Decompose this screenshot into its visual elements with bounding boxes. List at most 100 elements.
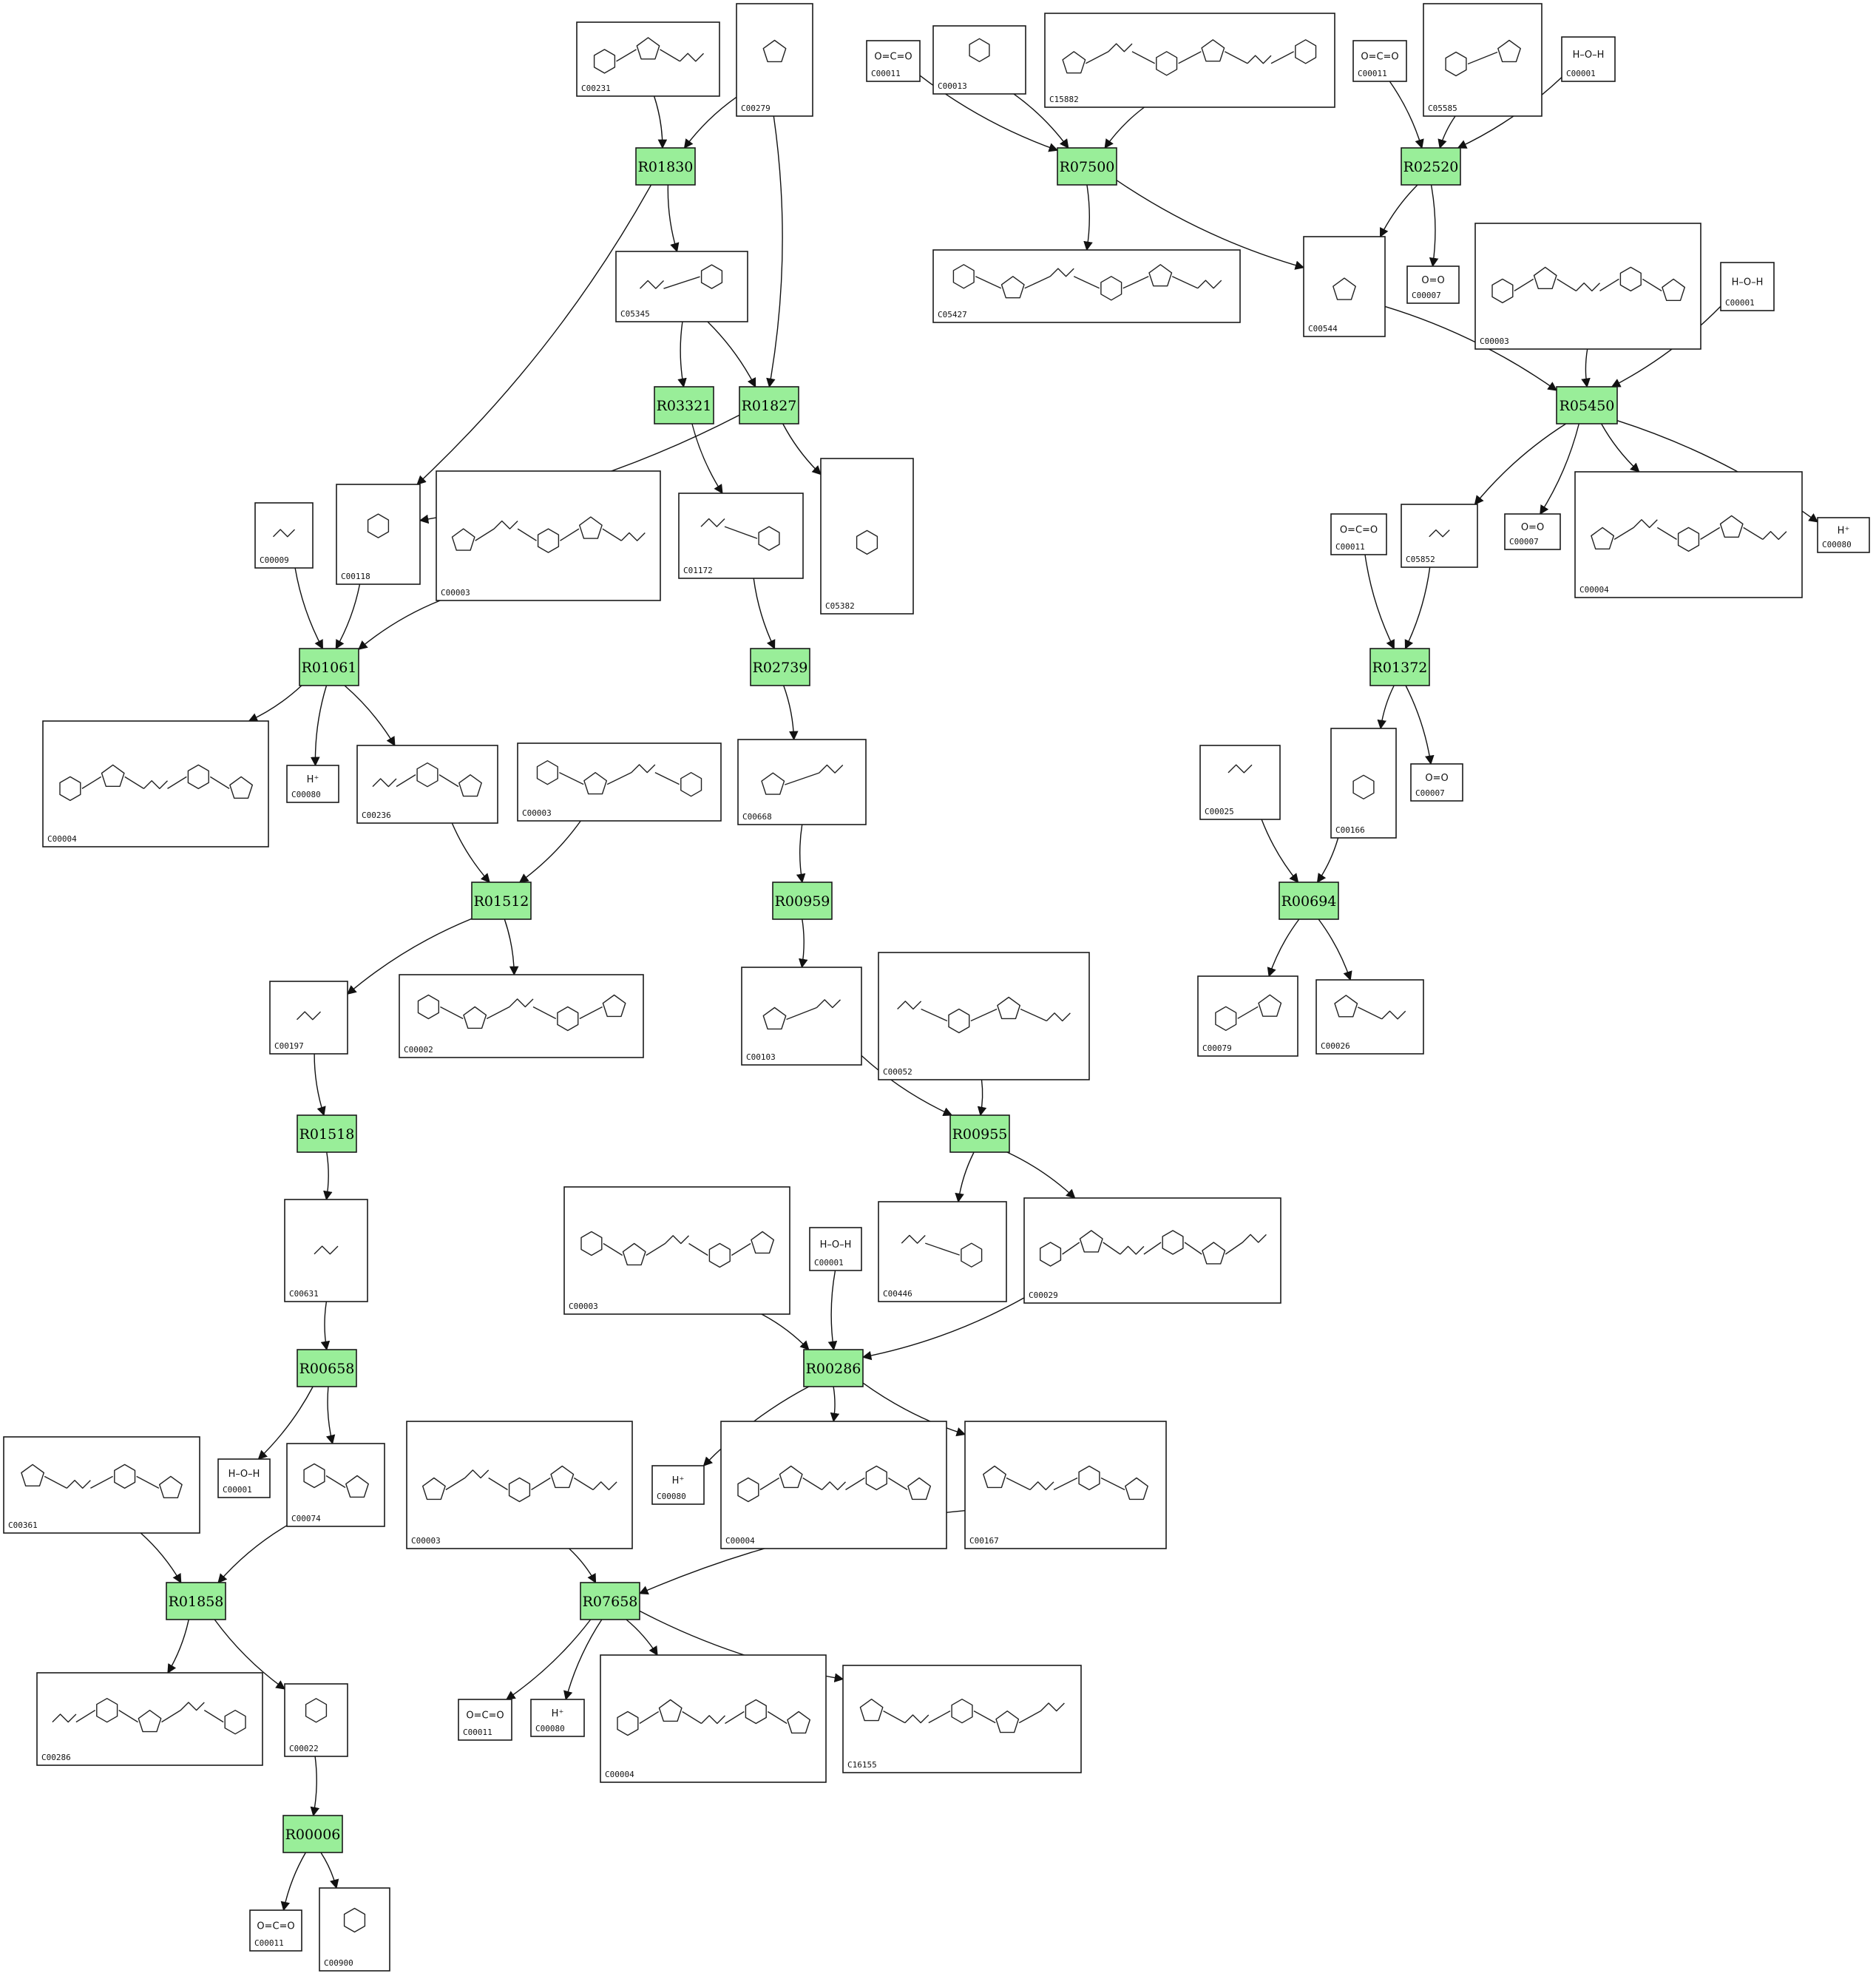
compound-c00080[interactable]: H⁺C00080 [651, 1465, 705, 1505]
compound-c00003[interactable]: C00003 [1474, 223, 1701, 350]
compound-c00236[interactable]: C00236 [356, 745, 498, 824]
reaction-label: R01061 [302, 660, 357, 676]
reaction-r01858[interactable]: R01858 [166, 1582, 226, 1620]
compound-id: C00003 [1480, 336, 1509, 346]
reaction-r00286[interactable]: R00286 [803, 1349, 864, 1387]
compound-c15882[interactable]: C15882 [1044, 13, 1335, 108]
compound-c00166[interactable]: C00166 [1330, 728, 1397, 839]
compound-box [319, 1887, 390, 1972]
reaction-r01372[interactable]: R01372 [1369, 648, 1430, 686]
compound-c00544[interactable]: C00544 [1303, 236, 1386, 337]
compound-c00446[interactable]: C00446 [878, 1201, 1007, 1302]
compound-c00029[interactable]: C00029 [1023, 1197, 1281, 1304]
structure-drawing [761, 764, 844, 795]
reaction-r07500[interactable]: R07500 [1057, 147, 1117, 186]
reaction-r00959[interactable]: R00959 [772, 882, 833, 920]
reaction-r01518[interactable]: R01518 [297, 1114, 357, 1153]
reaction-box [949, 1114, 1010, 1153]
compound-c00003[interactable]: C00003 [563, 1186, 790, 1315]
reaction-box [772, 882, 833, 920]
compound-c00631[interactable]: C00631 [284, 1199, 368, 1302]
compound-c00279[interactable]: C00279 [736, 3, 813, 117]
compound-c00004[interactable]: C00004 [1574, 471, 1803, 598]
compound-c00013[interactable]: C00013 [932, 25, 1026, 95]
compound-formula: O=O [1521, 522, 1544, 533]
compound-id: C00052 [883, 1067, 912, 1077]
compound-id: C00007 [1412, 291, 1441, 300]
compound-c00167[interactable]: C00167 [964, 1421, 1167, 1549]
compound-c00080[interactable]: H⁺C00080 [530, 1699, 585, 1737]
compound-c05585[interactable]: C05585 [1423, 3, 1543, 117]
compound-c00900[interactable]: C00900 [319, 1887, 390, 1972]
reaction-r03321[interactable]: R03321 [654, 386, 714, 424]
compound-c00080[interactable]: H⁺C00080 [1817, 517, 1870, 553]
compound-c01172[interactable]: C01172 [678, 493, 804, 579]
compound-c05382[interactable]: C05382 [820, 458, 914, 615]
compound-c00002[interactable]: C00002 [399, 974, 644, 1058]
edge-R00955-c42 [955, 1151, 975, 1203]
edge-c15-R01061 [294, 567, 324, 650]
reaction-box [297, 1349, 357, 1387]
compound-c00231[interactable]: C00231 [576, 21, 720, 97]
compound-id: C00080 [657, 1492, 686, 1501]
edge-R01858-c52 [214, 1619, 286, 1690]
compound-c05852[interactable]: C05852 [1401, 504, 1478, 568]
reaction-r00955[interactable]: R00955 [949, 1114, 1010, 1153]
reaction-r07658[interactable]: R07658 [580, 1582, 640, 1620]
reaction-r01061[interactable]: R01061 [299, 648, 359, 686]
compound-c00118[interactable]: C00118 [336, 484, 421, 585]
edge-R07500-c10 [1083, 184, 1093, 251]
compound-c00022[interactable]: C00022 [284, 1683, 348, 1757]
compound-id: C00011 [1335, 542, 1365, 552]
compound-c00668[interactable]: C00668 [737, 739, 867, 825]
compound-c00003[interactable]: C00003 [406, 1421, 633, 1549]
compound-c00004[interactable]: C00004 [720, 1421, 947, 1549]
compound-c00004[interactable]: C00004 [42, 720, 269, 847]
reaction-r01512[interactable]: R01512 [471, 882, 532, 920]
compound-c00080[interactable]: H⁺C00080 [286, 765, 339, 803]
compound-box [1504, 513, 1561, 550]
compound-c00079[interactable]: C00079 [1197, 975, 1298, 1057]
compound-c00103[interactable]: C00103 [741, 967, 862, 1066]
compound-c00003[interactable]: C00003 [517, 742, 722, 822]
compound-c00074[interactable]: C00074 [286, 1443, 385, 1527]
compound-c05345[interactable]: C05345 [615, 251, 748, 322]
compound-id: C00001 [814, 1258, 844, 1268]
compound-c00197[interactable]: C00197 [269, 981, 348, 1055]
compound-c05427[interactable]: C05427 [932, 249, 1241, 323]
reaction-r00658[interactable]: R00658 [297, 1349, 357, 1387]
edge-R00694-c37 [1267, 918, 1300, 978]
compound-c00004[interactable]: C00004 [600, 1654, 827, 1783]
reaction-r02739[interactable]: R02739 [750, 648, 810, 686]
compound-c00286[interactable]: C00286 [36, 1672, 263, 1766]
compound-c00003[interactable]: C00003 [436, 470, 661, 601]
compound-c00361[interactable]: C00361 [3, 1436, 200, 1534]
reaction-r00694[interactable]: R00694 [1279, 882, 1339, 920]
reaction-r00006[interactable]: R00006 [282, 1815, 343, 1853]
compound-box [42, 720, 269, 847]
reaction-r02520[interactable]: R02520 [1401, 147, 1461, 186]
compound-c00026[interactable]: C00026 [1315, 979, 1424, 1055]
reaction-r05450[interactable]: R05450 [1556, 386, 1618, 424]
compound-c00009[interactable]: C00009 [254, 502, 314, 569]
reaction-box [299, 648, 359, 686]
compound-id: C05345 [620, 309, 650, 319]
compound-c00025[interactable]: C00025 [1199, 745, 1281, 820]
reaction-r01827[interactable]: R01827 [739, 386, 799, 424]
compound-c00052[interactable]: C00052 [878, 952, 1090, 1080]
compound-c16155[interactable]: C16155 [842, 1665, 1082, 1773]
reaction-r01830[interactable]: R01830 [635, 147, 696, 186]
